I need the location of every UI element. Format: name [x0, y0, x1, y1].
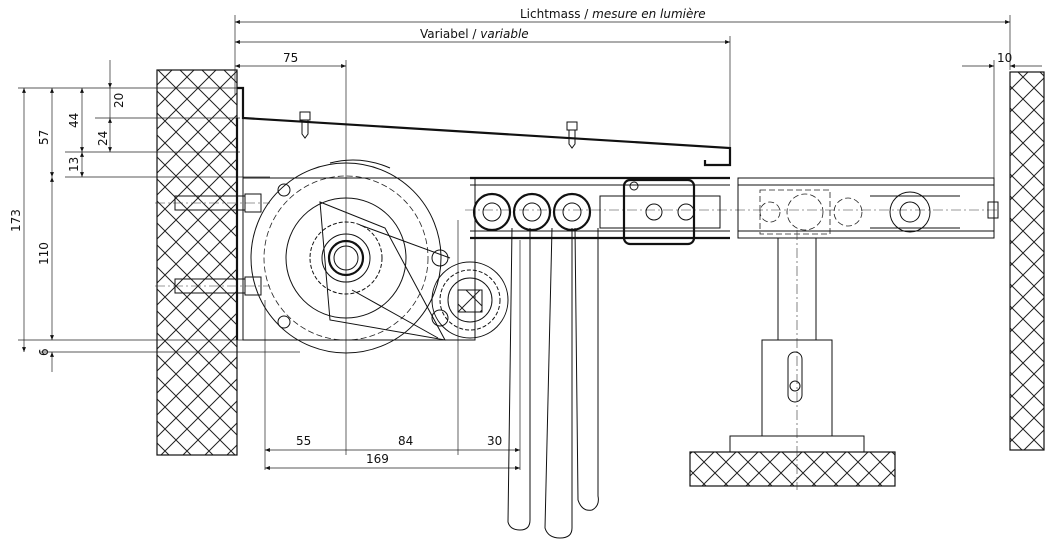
svg-text:84: 84: [398, 434, 413, 448]
fabric-loops: [507, 227, 599, 539]
dimension-lichtmass: Lichtmass / mesure en lumière: [234, 7, 1011, 95]
svg-text:57: 57: [37, 130, 51, 145]
wall-anchors: [155, 193, 270, 296]
svg-text:30: 30: [487, 434, 502, 448]
guide-rail: [465, 176, 1000, 246]
bottom-dimensions: 55 84 30 169: [264, 220, 521, 470]
svg-text:24: 24: [96, 131, 110, 146]
dimension-variabel: Variabel / variable: [235, 27, 731, 160]
svg-text:13: 13: [67, 157, 81, 172]
mounting-bracket: [235, 86, 732, 340]
lichtmass-label: Lichtmass: [520, 7, 580, 21]
svg-text:110: 110: [37, 242, 51, 265]
svg-text:44: 44: [67, 113, 81, 128]
svg-text:20: 20: [112, 93, 126, 108]
floor-base: [689, 451, 896, 487]
svg-text:6: 6: [37, 348, 51, 356]
svg-text:Lichtmass / mesure en lumière: Lichtmass / mesure en lumière: [520, 7, 706, 21]
svg-text:10: 10: [997, 51, 1012, 65]
support-post: [729, 230, 865, 490]
dimension-75: 75: [235, 51, 347, 455]
right-rail-assembly: [737, 177, 999, 239]
variabel-label: Variabel: [420, 27, 469, 41]
left-wall: [156, 69, 238, 456]
svg-text:55: 55: [296, 434, 311, 448]
svg-text:173: 173: [9, 209, 23, 232]
svg-text:Variabel / variable: Variabel / variable: [420, 27, 529, 41]
right-wall: [1009, 71, 1045, 451]
svg-text:169: 169: [366, 452, 389, 466]
svg-text:75: 75: [283, 51, 298, 65]
drive-housing: [242, 159, 509, 354]
vertical-dimensions: 173 57 44 20 24 13 110 6: [9, 60, 300, 372]
